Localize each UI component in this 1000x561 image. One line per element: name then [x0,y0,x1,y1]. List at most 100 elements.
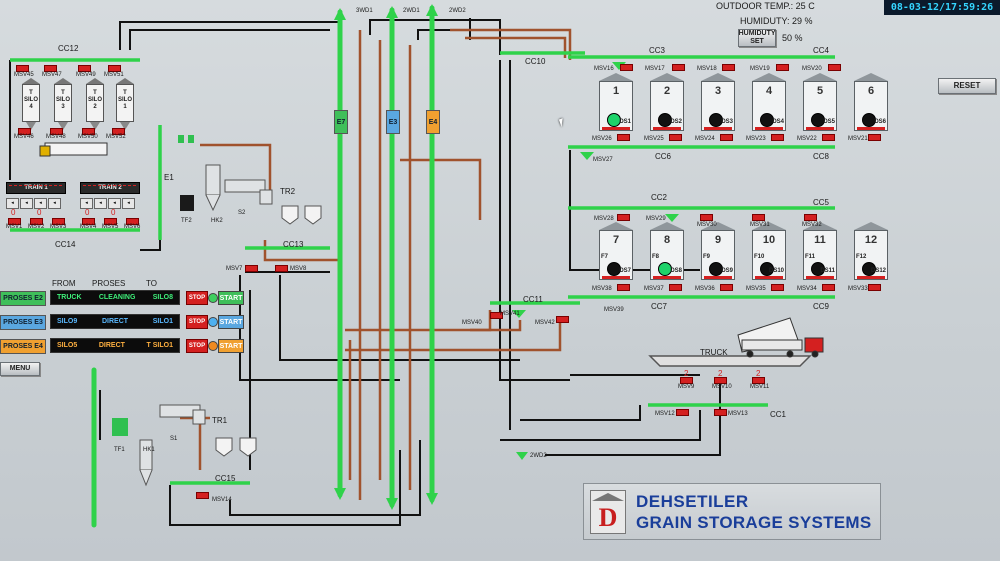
valve[interactable] [680,377,693,384]
valve[interactable] [30,218,43,225]
valve[interactable] [714,409,727,416]
valve[interactable] [868,284,881,291]
menu-button[interactable]: MENU [0,362,40,376]
left-silo[interactable]: T SILO 1 [116,78,134,134]
stop-button[interactable]: STOP [186,291,208,305]
valve[interactable] [620,64,633,71]
valve[interactable] [752,377,765,384]
valve[interactable] [126,218,139,225]
stop-button[interactable]: STOP [186,315,208,329]
valve[interactable] [776,64,789,71]
proses-e4-button[interactable]: PROSES E4 [0,339,46,354]
valve[interactable] [82,218,95,225]
fan-icon[interactable] [862,113,876,127]
reset-button[interactable]: RESET [938,78,996,94]
valve[interactable] [556,316,569,323]
valve[interactable] [752,214,765,221]
valve[interactable] [78,65,91,72]
train-wagon[interactable]: TRAIN 2 [80,182,140,194]
valve[interactable] [44,65,57,72]
valve[interactable] [822,134,835,141]
proses-e3-button[interactable]: PROSES E3 [0,315,46,330]
humidity-set-button[interactable]: HUMIDUTY SET [738,29,776,47]
valve[interactable] [700,214,713,221]
valve[interactable] [672,64,685,71]
valve[interactable] [108,65,121,72]
valve[interactable] [822,284,835,291]
valve-label: MSV27 [593,157,613,163]
valve[interactable] [669,134,682,141]
valve[interactable] [16,65,29,72]
fan-icon[interactable] [709,113,723,127]
valve[interactable] [112,128,125,135]
left-silo[interactable]: T SILO 2 [86,78,104,134]
fan-icon[interactable] [760,113,774,127]
valve[interactable] [804,214,817,221]
start-button[interactable]: START [218,315,244,329]
fan-icon[interactable] [862,262,876,276]
fan-icon[interactable] [811,113,825,127]
valve[interactable] [617,284,630,291]
stop-button[interactable]: STOP [186,339,208,353]
valve[interactable] [722,64,735,71]
valve[interactable] [771,284,784,291]
valve[interactable] [275,265,288,272]
elevator-tag-e7[interactable]: E7 [334,110,348,134]
elevator-tag-e3[interactable]: E3 [386,110,400,134]
valve[interactable] [828,64,841,71]
valve[interactable] [245,265,258,272]
valve[interactable] [50,128,63,135]
left-silo[interactable]: T SILO 3 [54,78,72,134]
elevator-tag-e4[interactable]: E4 [426,110,440,134]
route-from: SILO9 [57,318,78,325]
valve[interactable] [82,128,95,135]
start-button[interactable]: START [218,291,244,305]
valve[interactable] [8,218,21,225]
valve[interactable] [490,312,503,319]
valve[interactable] [617,134,630,141]
start-button[interactable]: START [218,339,244,353]
conveyor-label: CC14 [55,240,76,249]
fan-icon[interactable] [811,262,825,276]
valve[interactable] [104,218,117,225]
valve[interactable] [196,492,209,499]
valve[interactable] [771,134,784,141]
train-count: 0 [111,208,116,217]
valve[interactable] [714,377,727,384]
train-count: 0 [37,208,42,217]
valve[interactable] [617,214,630,221]
left-silo[interactable]: T SILO 4 [22,78,40,134]
valve[interactable] [669,284,682,291]
train-wagon[interactable]: TRAIN 1 [6,182,66,194]
fan-icon[interactable] [607,113,621,127]
valve[interactable] [676,409,689,416]
proses-e2-button[interactable]: PROSES E2 [0,291,46,306]
silo-number: 8 [663,234,671,246]
valve[interactable] [868,134,881,141]
fan-icon[interactable] [709,262,723,276]
valve-label: MSV22 [797,136,817,142]
fan-icon[interactable] [658,262,672,276]
valve[interactable] [720,134,733,141]
valve[interactable] [720,284,733,291]
process-route-row: SILO5 DIRECT T SILO1 [50,338,180,353]
valve[interactable] [18,128,31,135]
fan-icon[interactable] [760,262,774,276]
fan-icon[interactable] [607,262,621,276]
valve[interactable] [52,218,65,225]
fan-icon[interactable] [658,113,672,127]
silo-number: 12 [864,234,878,246]
